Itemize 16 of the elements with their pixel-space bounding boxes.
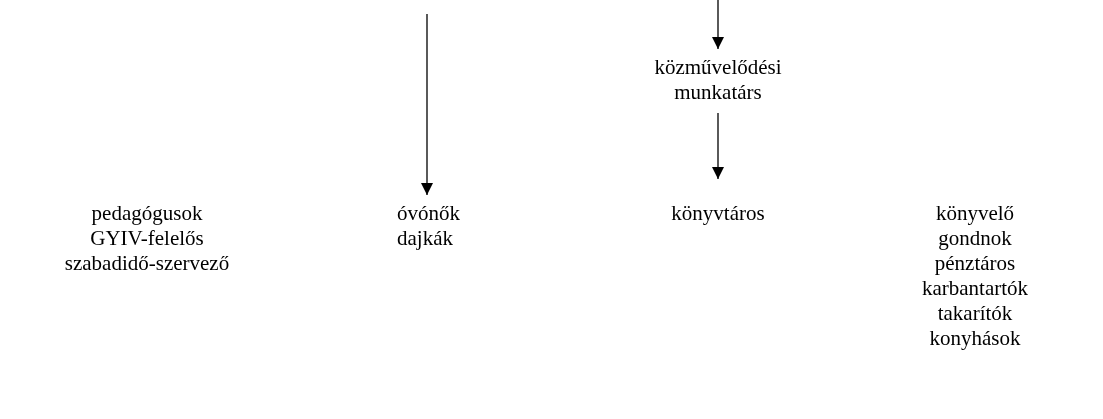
node-text: pénztáros bbox=[934, 251, 1016, 276]
node-text: GYIV-felelős bbox=[90, 226, 204, 251]
node-text: takarítók bbox=[937, 301, 1013, 326]
node-text: pedagógusok bbox=[91, 201, 203, 226]
node-text: gondnok bbox=[938, 226, 1012, 251]
node-text: könyvelő bbox=[935, 201, 1015, 226]
node-text: dajkák bbox=[397, 226, 453, 251]
node-text: konyhások bbox=[929, 326, 1021, 351]
arrow bbox=[421, 13, 433, 196]
arrow bbox=[712, 112, 724, 180]
node-text: könyvtáros bbox=[671, 201, 765, 226]
node-text: karbantartók bbox=[921, 276, 1029, 301]
node-text: szabadidő-szervező bbox=[64, 251, 230, 276]
arrow bbox=[712, 0, 724, 50]
node-text: óvónők bbox=[397, 201, 460, 226]
node-text: közművelődési munkatárs bbox=[653, 55, 783, 105]
